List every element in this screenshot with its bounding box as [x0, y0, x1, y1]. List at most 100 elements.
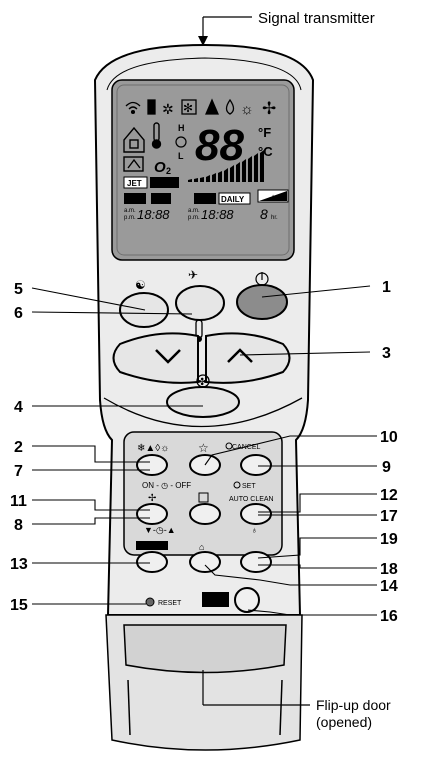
pm-label-2: p.m. [188, 215, 200, 221]
signal-transmitter-label: Signal transmitter [258, 10, 375, 27]
swing-icon: ☯ [135, 278, 146, 292]
timer-cancel-label: CANCEL [232, 444, 261, 451]
am-label-1: a.m. [124, 208, 136, 214]
callout-4: 4 [14, 399, 23, 416]
second-f-indicator-box [124, 193, 146, 204]
timer-on-label: ON [154, 195, 166, 204]
battery-icon [147, 99, 156, 115]
light-button[interactable] [240, 551, 272, 573]
timer-off-box [194, 193, 216, 204]
fan-speed-button[interactable] [166, 386, 240, 418]
callout-9: 9 [382, 459, 391, 476]
callout-1: 1 [382, 279, 391, 296]
timer-down-button[interactable] [136, 503, 168, 525]
fan-face-icon [175, 136, 187, 148]
light-icon: ♁ [251, 525, 258, 535]
callout-5: 5 [14, 281, 23, 298]
callout-10: 10 [380, 429, 398, 446]
daily-box [218, 192, 251, 205]
power-button[interactable] [236, 284, 288, 320]
am-label-2: a.m. [188, 208, 200, 214]
svg-text:✻: ✻ [183, 101, 193, 115]
sleep-star-icon: ★ [269, 193, 277, 203]
reset-label: RESET [158, 600, 182, 607]
fan-low-label: L [178, 151, 184, 161]
sleep-hours-unit: hr. [271, 215, 278, 221]
lcd-status-icons [123, 122, 162, 172]
temp-down-button[interactable] [112, 332, 199, 384]
o2-indicator: O [154, 159, 166, 176]
airflow-icon: ✈ [188, 268, 198, 282]
callout-11: 11 [10, 493, 27, 510]
sleep-icon [123, 156, 144, 172]
plasma-label: PLASMA [138, 543, 168, 550]
on-off-label: ON - ◷ - OFF [142, 481, 191, 490]
unit-fahrenheit: °F [258, 125, 271, 140]
timer-arrows-label: ▼-◷-▲ [144, 525, 176, 535]
timer-set-label: SET [242, 483, 256, 490]
chevron-down-icon [155, 349, 181, 364]
callout-15: 15 [10, 597, 28, 614]
airflow-direction-button[interactable] [189, 551, 221, 573]
timer-off-time: 18:88 [201, 207, 234, 222]
callout-3: 3 [382, 345, 391, 362]
operation-mode-button[interactable] [136, 454, 168, 476]
callout-7: 7 [14, 463, 23, 480]
auto-clean-button[interactable] [240, 503, 272, 525]
flip-door-label-line1: Flip-up door [316, 697, 391, 713]
flip-door-label-line2: (opened) [316, 714, 372, 730]
callout-18: 18 [380, 561, 398, 578]
lcd-screen [111, 79, 295, 261]
timer-up-button[interactable] [189, 503, 221, 525]
o2-subscript: 2 [166, 166, 171, 176]
callout-6: 6 [14, 305, 23, 322]
daily-label: DAILY [221, 195, 245, 204]
jet-indicator-box [123, 176, 148, 189]
timer-on-box [151, 193, 171, 204]
chevron-up-icon [227, 348, 253, 363]
cooling-icon [181, 99, 197, 115]
heating-icon: ☼ [240, 101, 254, 118]
svg-text:✤: ✤ [198, 377, 206, 388]
reset-button[interactable] [145, 597, 155, 607]
sleep-hours-digit: 8 [260, 206, 268, 222]
callout-2: 2 [14, 439, 23, 456]
auto-mode-icon [205, 98, 219, 115]
second-f-indicator: 2ndF [126, 195, 145, 204]
timer-on-time: 18:88 [137, 207, 170, 222]
callout-lines [31, 285, 377, 616]
room-temp-icon [198, 492, 209, 503]
flip-up-door [105, 614, 303, 751]
plasma-label-box [136, 541, 168, 550]
jet-mode-button[interactable] [175, 285, 225, 321]
lcd-mode-icons: ✲ ✻ ☼ ✢ [125, 98, 276, 118]
plasma-button[interactable] [136, 551, 168, 573]
swing-small-icon: ⌂ [199, 542, 204, 552]
sleep-star-outline-icon: ☆ [198, 441, 209, 455]
timer-cancel-set-button[interactable] [240, 454, 272, 476]
callout-13: 13 [10, 556, 28, 573]
fan-mode-icon: ✢ [262, 99, 276, 118]
second-function-button[interactable] [234, 587, 260, 613]
jet-indicator: JET [127, 179, 142, 188]
temperature-digits: 88 [195, 121, 244, 170]
timer-off-label: OFF [196, 195, 212, 204]
wireless-icon [125, 101, 141, 107]
callout-14: 14 [380, 578, 398, 595]
signal-transmitter-pointer [198, 16, 252, 46]
flip-door-pointer [202, 670, 310, 706]
callout-19: 19 [380, 531, 398, 548]
plasma-indicator-box [150, 177, 179, 188]
callout-12: 12 [380, 487, 398, 504]
callout-16: 16 [380, 608, 398, 625]
house-icon [123, 126, 145, 153]
fan-high-label: H [178, 123, 185, 133]
plasma-indicator: PLASMA [152, 181, 178, 187]
fan-speed-bars [188, 150, 264, 182]
fan-icon-small: ✢ [148, 493, 156, 504]
second-f-label-box [202, 592, 229, 607]
callout-8: 8 [14, 517, 23, 534]
second-f-label: 2ndF [205, 595, 227, 605]
mode-icons: ❄▲◊☼ [137, 443, 169, 454]
